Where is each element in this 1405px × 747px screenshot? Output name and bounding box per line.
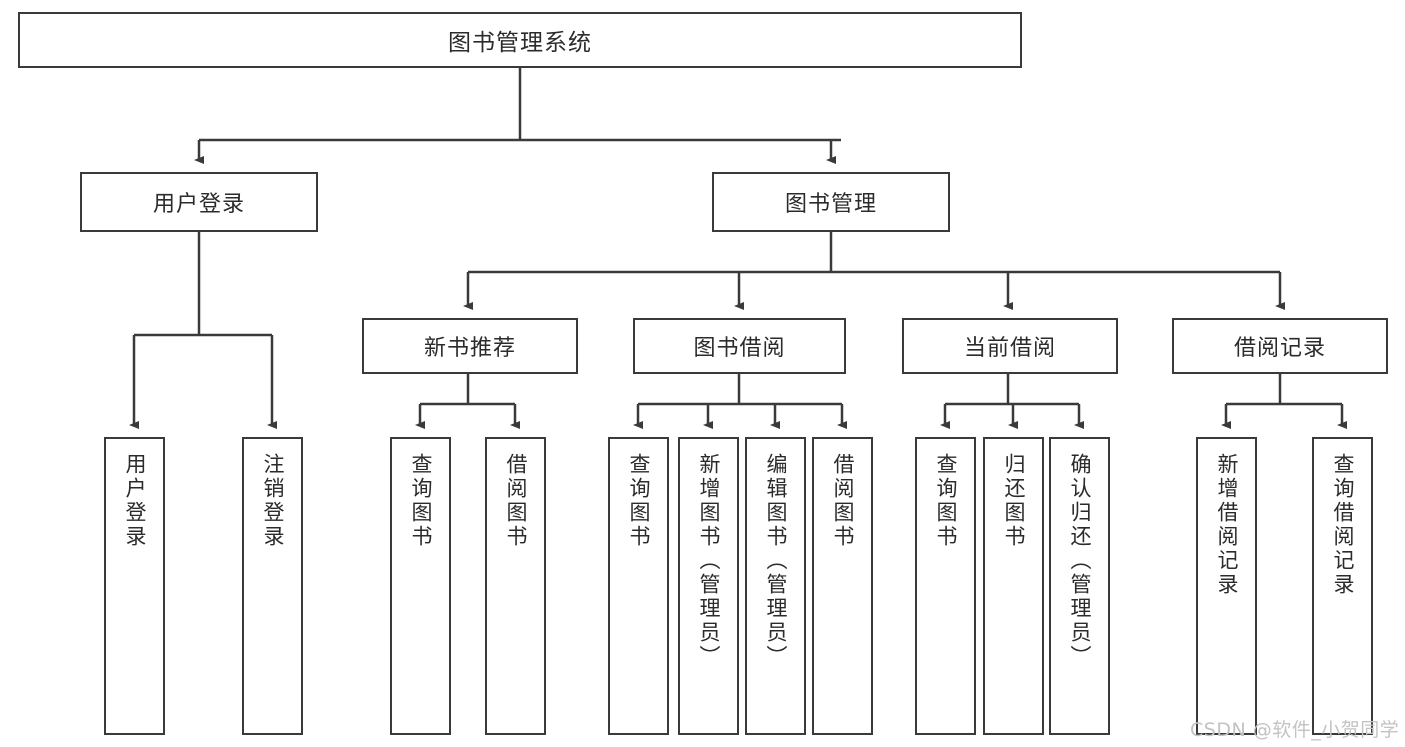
node-leaf-query-book-2[interactable]: 查询图书 xyxy=(608,437,669,735)
node-leaf-add-book-label: 新增图书（管理员） xyxy=(697,453,721,669)
node-user-login-label: 用户登录 xyxy=(152,192,245,217)
node-leaf-query-book-3-label: 查询图书 xyxy=(934,453,958,549)
node-leaf-query-book-2-label: 查询图书 xyxy=(627,453,651,549)
node-leaf-edit-book-label: 编辑图书（管理员） xyxy=(764,453,788,669)
node-current-borrow-label: 当前借阅 xyxy=(963,336,1056,361)
node-leaf-query-book-1[interactable]: 查询图书 xyxy=(390,437,451,735)
node-book-borrow[interactable]: 图书借阅 xyxy=(633,318,846,374)
node-root-label: 图书管理系统 xyxy=(448,30,592,56)
node-borrow-record-label: 借阅记录 xyxy=(1233,336,1326,361)
node-leaf-borrow-book-2-label: 借阅图书 xyxy=(831,453,855,549)
node-user-login[interactable]: 用户登录 xyxy=(80,172,318,232)
node-book-manage[interactable]: 图书管理 xyxy=(712,172,950,232)
node-leaf-user-login[interactable]: 用户登录 xyxy=(104,437,165,735)
node-leaf-logout-label: 注销登录 xyxy=(261,453,285,549)
node-root[interactable]: 图书管理系统 xyxy=(18,12,1022,68)
node-leaf-borrow-book-1-label: 借阅图书 xyxy=(504,453,528,549)
node-new-book-recommend[interactable]: 新书推荐 xyxy=(362,318,578,374)
node-leaf-user-login-label: 用户登录 xyxy=(123,453,147,549)
node-leaf-query-record[interactable]: 查询借阅记录 xyxy=(1312,437,1373,735)
node-leaf-confirm-return[interactable]: 确认归还（管理员） xyxy=(1049,437,1110,735)
node-leaf-confirm-return-label: 确认归还（管理员） xyxy=(1068,453,1092,669)
node-leaf-return-book-label: 归还图书 xyxy=(1002,453,1026,549)
node-leaf-add-record-label: 新增借阅记录 xyxy=(1215,453,1239,597)
node-leaf-query-book-1-label: 查询图书 xyxy=(409,453,433,549)
node-leaf-logout[interactable]: 注销登录 xyxy=(242,437,303,735)
node-leaf-add-record[interactable]: 新增借阅记录 xyxy=(1196,437,1257,735)
node-leaf-borrow-book-1[interactable]: 借阅图书 xyxy=(485,437,546,735)
node-book-borrow-label: 图书借阅 xyxy=(693,336,786,361)
node-leaf-edit-book[interactable]: 编辑图书（管理员） xyxy=(745,437,806,735)
node-leaf-query-record-label: 查询借阅记录 xyxy=(1331,453,1355,597)
node-leaf-borrow-book-2[interactable]: 借阅图书 xyxy=(812,437,873,735)
node-current-borrow[interactable]: 当前借阅 xyxy=(902,318,1118,374)
node-new-book-recommend-label: 新书推荐 xyxy=(423,336,516,361)
node-book-manage-label: 图书管理 xyxy=(784,192,877,217)
node-borrow-record[interactable]: 借阅记录 xyxy=(1172,318,1388,374)
node-leaf-return-book[interactable]: 归还图书 xyxy=(983,437,1044,735)
node-leaf-add-book[interactable]: 新增图书（管理员） xyxy=(678,437,739,735)
node-leaf-query-book-3[interactable]: 查询图书 xyxy=(915,437,976,735)
watermark: CSDN @软件_小贺同学 xyxy=(1190,719,1400,741)
